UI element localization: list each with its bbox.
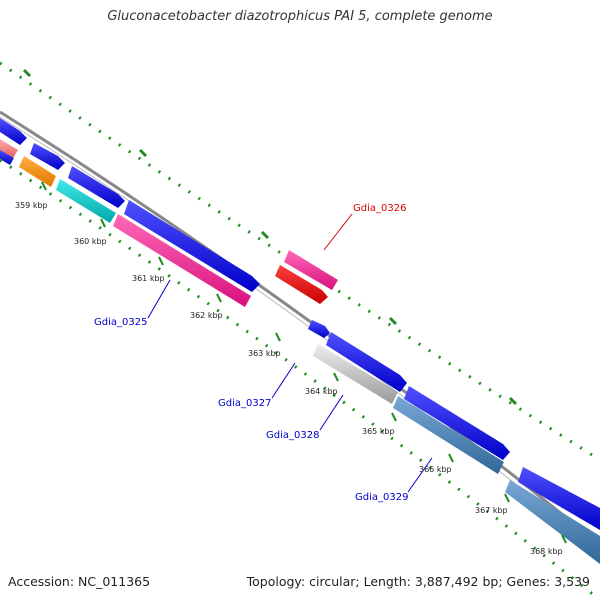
label-leaders [147, 213, 433, 493]
gene-arrow-blue-5[interactable] [308, 320, 330, 338]
genome-summary-text: Topology: circular; Length: 3,887,492 bp… [246, 574, 590, 589]
tick-label: 359 kbp [15, 201, 48, 210]
gene-label-Gdia_0326[interactable]: Gdia_0326 [353, 203, 406, 214]
gene-label-Gdia_0328[interactable]: Gdia_0328 [266, 430, 319, 441]
gene-arrow-blue-3[interactable] [68, 166, 125, 208]
gene-arrow-blue-6[interactable] [326, 332, 407, 392]
tick-label: 361 kbp [132, 274, 165, 283]
backbone-line-outer [0, 110, 600, 547]
gene-arrow-cyan[interactable] [56, 179, 116, 223]
gene-arrow-blue-4[interactable] [124, 200, 260, 292]
gc-skew-track-inner [0, 158, 600, 600]
gene-arrow-pink-Gdia_0325[interactable] [113, 214, 251, 307]
tick-marks [41, 181, 567, 544]
tick-label: 360 kbp [74, 237, 107, 246]
tick-label: 366 kbp [419, 465, 452, 474]
gene-arrow-gray-Gdia_0327[interactable] [313, 344, 398, 404]
tick-label: 362 kbp [190, 311, 223, 320]
gene-arrow-blue-2[interactable] [30, 143, 65, 170]
gene-arrow-blue-8[interactable] [518, 467, 600, 530]
gene-arrow-blue-0[interactable] [0, 150, 14, 165]
tick-labels: 359 kbp 360 kbp 361 kbp 362 kbp 363 kbp … [15, 201, 563, 556]
gene-arrow-salmon[interactable] [0, 139, 18, 158]
gc-skew-dashes-outer [22, 68, 518, 406]
gene-arrow-orange[interactable] [19, 156, 56, 187]
gene-labels: Gdia_0325 Gdia_0326 Gdia_0327 Gdia_0328 … [94, 203, 408, 503]
accession-text: Accession: NC_011365 [8, 574, 151, 589]
gene-arrow-steel-Gdia_0329[interactable] [505, 480, 600, 564]
gene-arrow-blue-7[interactable] [404, 386, 510, 460]
gene-arrow-steel-Gdia_0328[interactable] [393, 396, 504, 474]
gene-arrow-blue-1[interactable] [0, 118, 27, 145]
tick-label: 368 kbp [530, 547, 563, 556]
tick-label: 363 kbp [248, 349, 281, 358]
tick-label: 365 kbp [362, 427, 395, 436]
gene-label-Gdia_0327[interactable]: Gdia_0327 [218, 398, 271, 409]
gene-track [0, 118, 600, 564]
tick-label: 364 kbp [305, 387, 338, 396]
gene-arrow-red-Gdia_0326[interactable] [275, 265, 328, 304]
gene-label-Gdia_0329[interactable]: Gdia_0329 [355, 492, 408, 503]
genome-title: Gluconacetobacter diazotrophicus PAI 5, … [107, 9, 493, 24]
tick-label: 367 kbp [475, 506, 508, 515]
gene-arrow-pink-Gdia_0326[interactable] [284, 250, 338, 290]
gene-label-Gdia_0325[interactable]: Gdia_0325 [94, 317, 147, 328]
